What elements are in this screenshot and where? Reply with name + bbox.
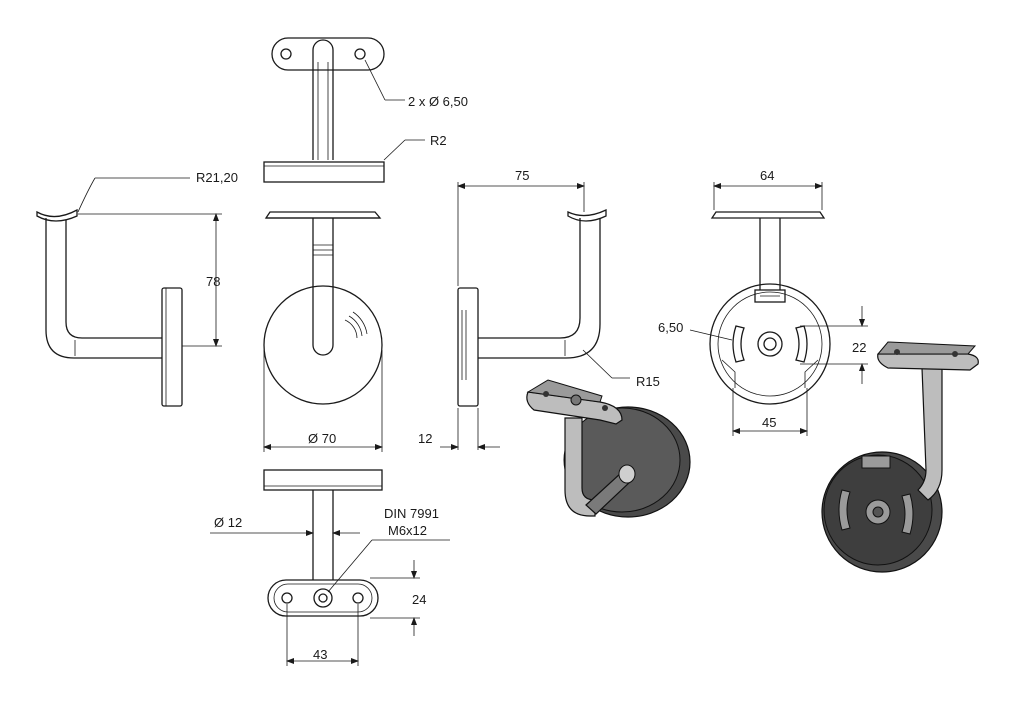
label-64: 64	[760, 168, 774, 183]
label-r21: R21,20	[196, 170, 238, 185]
label-75: 75	[515, 168, 529, 183]
isometric-render-front	[526, 379, 691, 518]
rear-view	[689, 182, 868, 436]
label-70: Ø 70	[308, 431, 336, 446]
label-r2: R2	[430, 133, 447, 148]
label-45: 45	[762, 415, 776, 430]
label-78: 78	[206, 274, 220, 289]
label-22: 22	[852, 340, 866, 355]
isometric-render-rear	[821, 341, 979, 573]
front-view	[263, 211, 383, 452]
bottom-view	[210, 469, 450, 666]
top-view	[263, 37, 425, 183]
right-side-view	[440, 182, 630, 450]
label-dia12: Ø 12	[214, 515, 242, 530]
label-din: DIN 7991	[384, 506, 439, 521]
label-24: 24	[412, 592, 426, 607]
label-holes: 2 x Ø 6,50	[408, 94, 468, 109]
label-12: 12	[418, 431, 432, 446]
label-650: 6,50	[658, 320, 683, 335]
label-43: 43	[313, 647, 327, 662]
label-screw: M6x12	[388, 523, 427, 538]
label-r15: R15	[636, 374, 660, 389]
left-side-view	[36, 177, 222, 407]
dimension-labels: 2 x Ø 6,50 R2 R21,20 78 75 64 6,50 22 R1…	[196, 94, 866, 662]
